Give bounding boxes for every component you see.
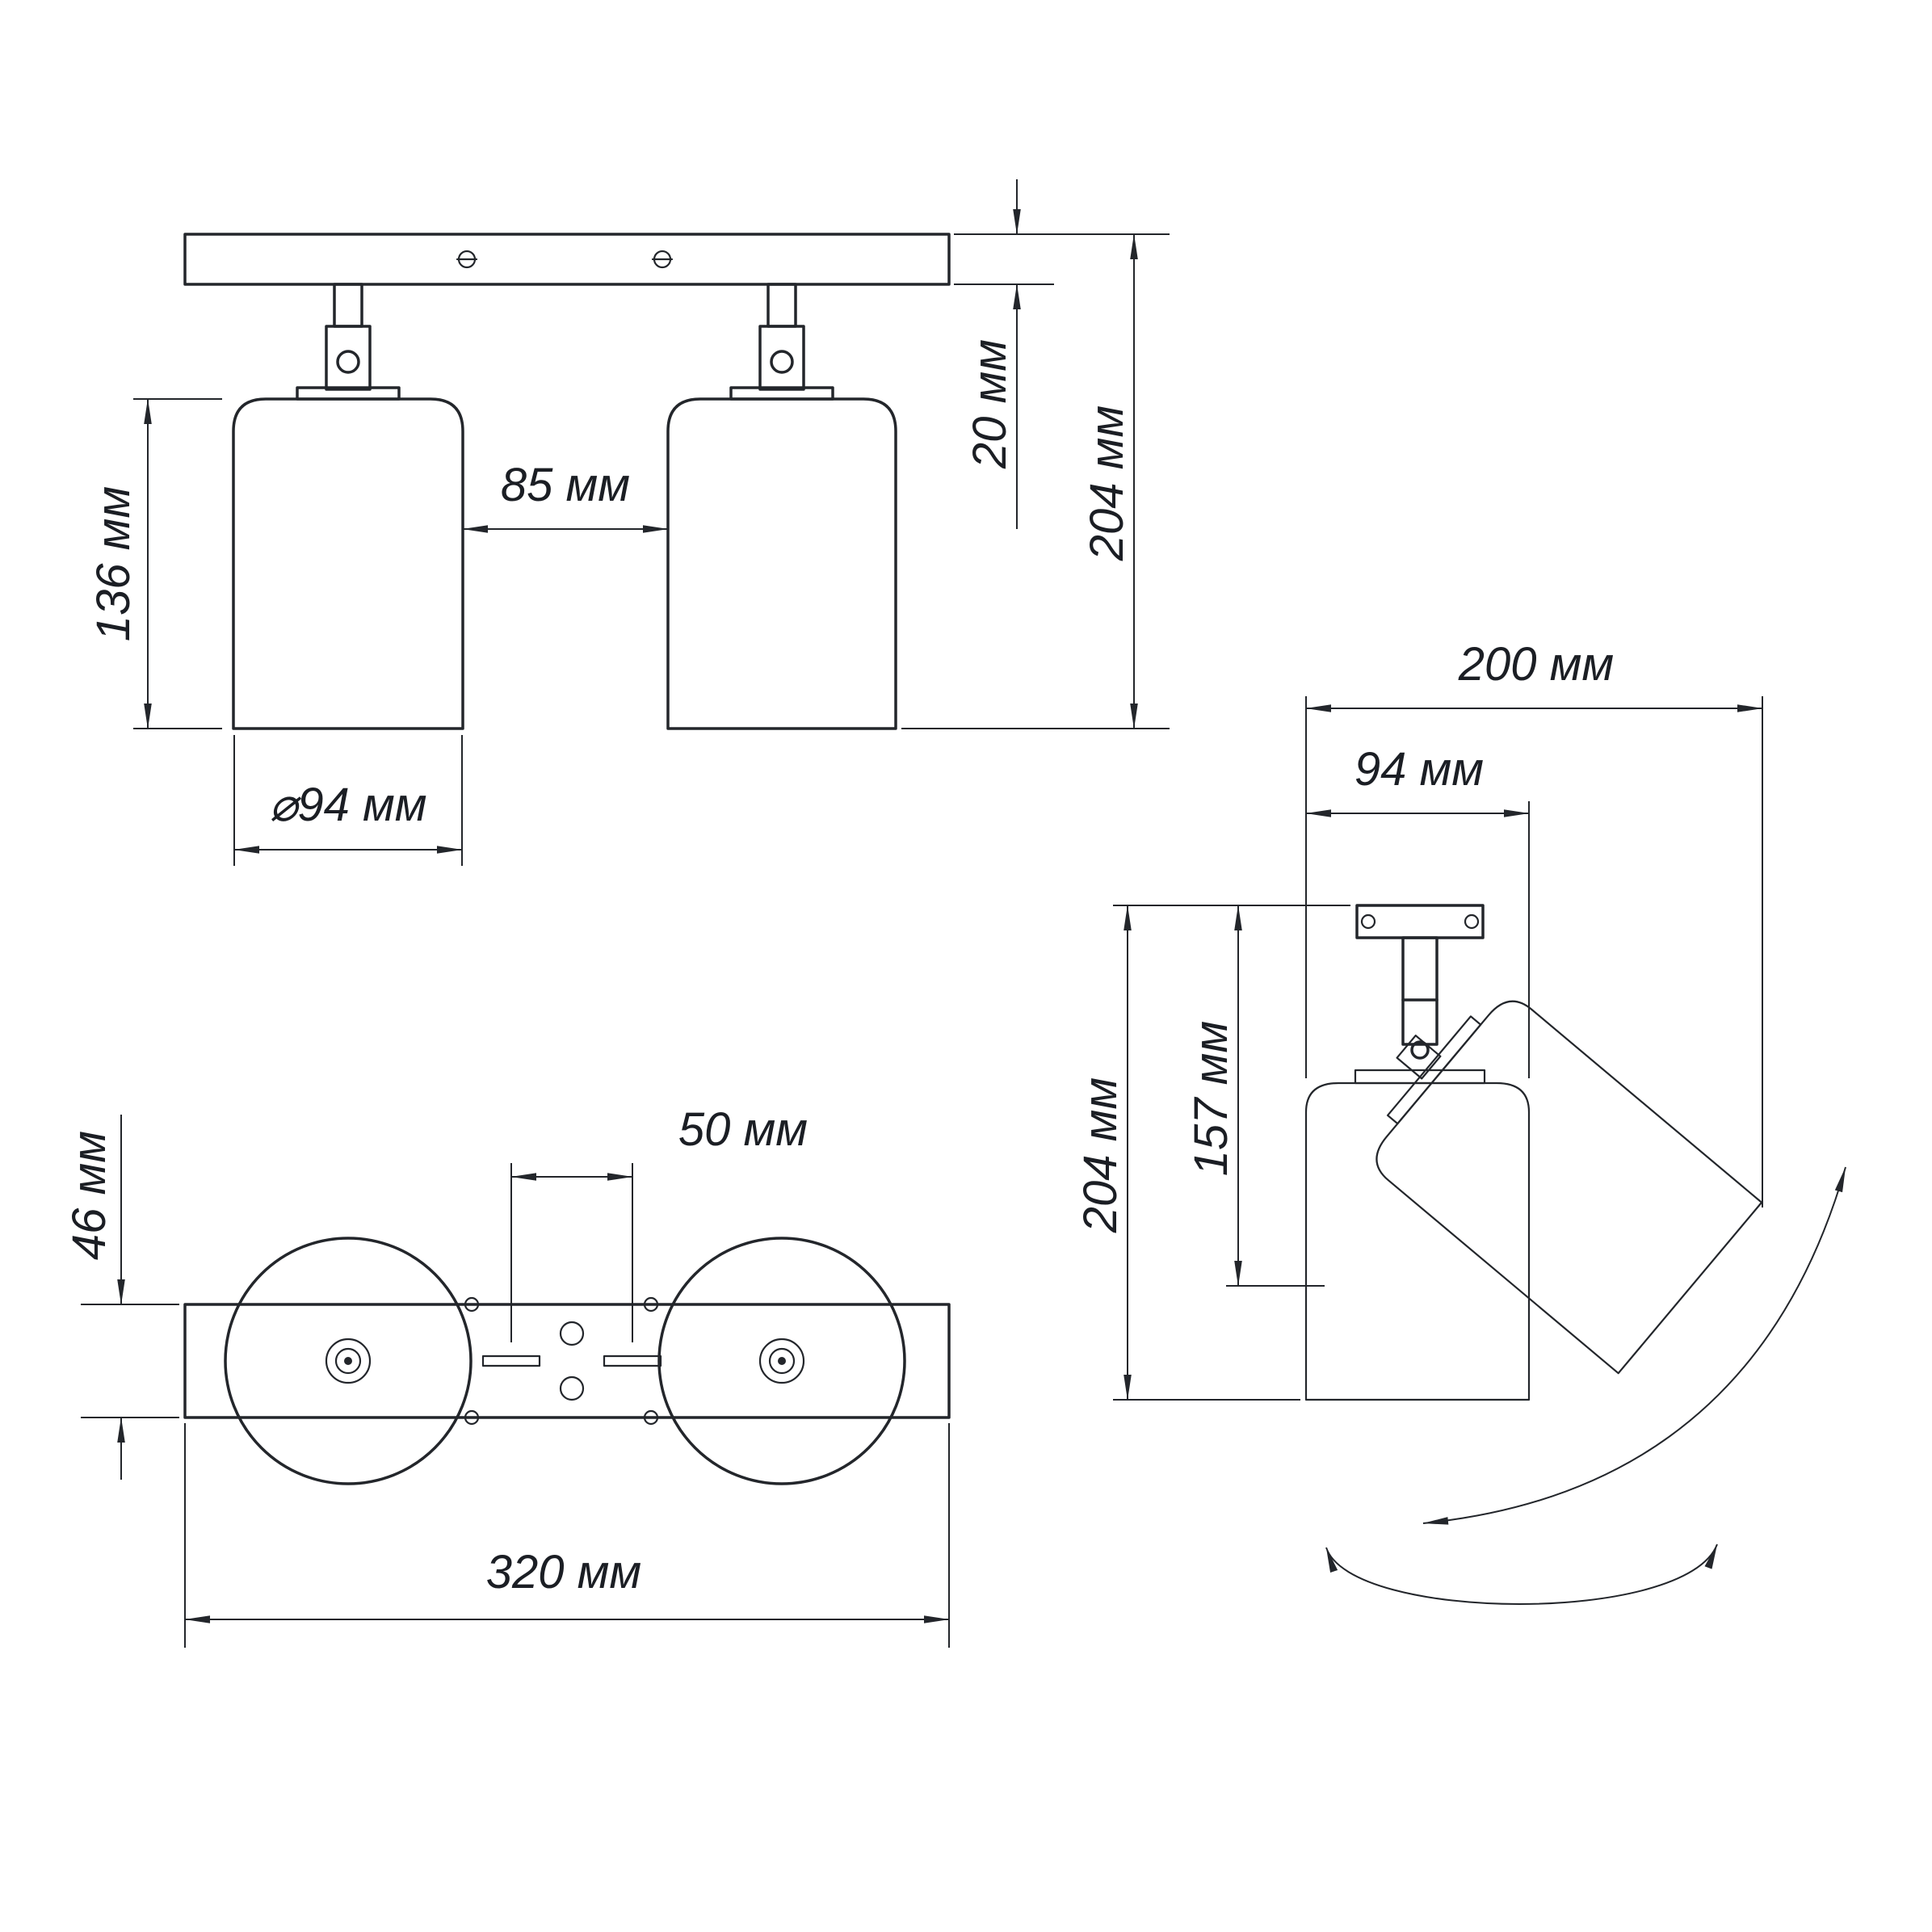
tilt-arrow — [1422, 1166, 1846, 1525]
label-plate-length: 320 мм — [486, 1546, 641, 1598]
tilted-shade — [1376, 1000, 1763, 1375]
dim-shade-diameter: ⌀94 мм — [233, 735, 463, 866]
left-shade — [232, 397, 464, 730]
dim-reach: 200 мм — [1305, 638, 1763, 1208]
bar-screw — [456, 250, 478, 269]
label-side-shade-diameter: 94 мм — [1354, 743, 1484, 796]
right-pivot-nut — [758, 1338, 805, 1384]
label-total-height: 204 мм — [1081, 405, 1133, 561]
front-view: 136 мм 85 мм 20 мм 204 мм ⌀94 мм — [87, 179, 1170, 866]
plate-screw — [1464, 914, 1480, 930]
side-mounting-plate — [1355, 904, 1485, 939]
label-shade-height: 136 мм — [87, 486, 140, 641]
left-pivot-nut — [325, 1338, 372, 1384]
dim-gap: 85 мм — [462, 459, 669, 533]
edge-screws — [464, 1296, 659, 1426]
mounting-holes — [481, 1321, 662, 1401]
left-shade-outline — [224, 1237, 472, 1485]
bottom-view-fixture — [183, 1237, 951, 1485]
dim-slot-spacing: 50 мм — [510, 1103, 808, 1342]
right-stem — [729, 283, 834, 401]
dim-plate-length: 320 мм — [184, 1423, 950, 1648]
side-view-fixture — [1355, 904, 1485, 1060]
label-gap: 85 мм — [501, 459, 630, 511]
side-view: 200 мм 94 мм 204 мм 157 мм — [1074, 638, 1846, 1605]
dim-plate-thickness: 20 мм — [954, 179, 1054, 529]
label-plate-width: 46 мм — [63, 1131, 116, 1260]
dim-shade-height: 136 мм — [87, 398, 222, 729]
label-plate-thickness: 20 мм — [964, 339, 1016, 469]
label-slot-spacing: 50 мм — [678, 1103, 808, 1156]
bar-screw — [651, 250, 674, 269]
right-shade-outline — [657, 1237, 906, 1485]
dim-tilt-height: 157 мм — [1185, 905, 1325, 1287]
pivot-bolt — [1410, 1040, 1430, 1060]
label-shade-diameter: ⌀94 мм — [269, 779, 426, 831]
ghost-shade — [1304, 1069, 1531, 1401]
right-shade — [666, 397, 897, 730]
mounting-bar-bottom — [183, 1303, 951, 1419]
side-stem — [1401, 936, 1438, 1046]
left-stem — [296, 283, 401, 401]
dim-side-total-height: 204 мм — [1074, 905, 1350, 1401]
dim-side-shade-diameter: 94 мм — [1305, 743, 1530, 1078]
front-view-fixture — [183, 233, 951, 730]
label-side-total-height: 204 мм — [1074, 1077, 1127, 1233]
dim-total-height: 204 мм — [901, 233, 1170, 729]
plate-screw — [1360, 914, 1376, 930]
dim-plate-width: 46 мм — [63, 1115, 179, 1480]
rotation-arrow — [1325, 1544, 1718, 1605]
label-tilt-height: 157 мм — [1185, 1021, 1237, 1176]
mounting-bar — [183, 233, 951, 286]
bottom-view: 46 мм 50 мм 320 мм — [63, 1103, 951, 1648]
label-reach: 200 мм — [1458, 638, 1614, 691]
